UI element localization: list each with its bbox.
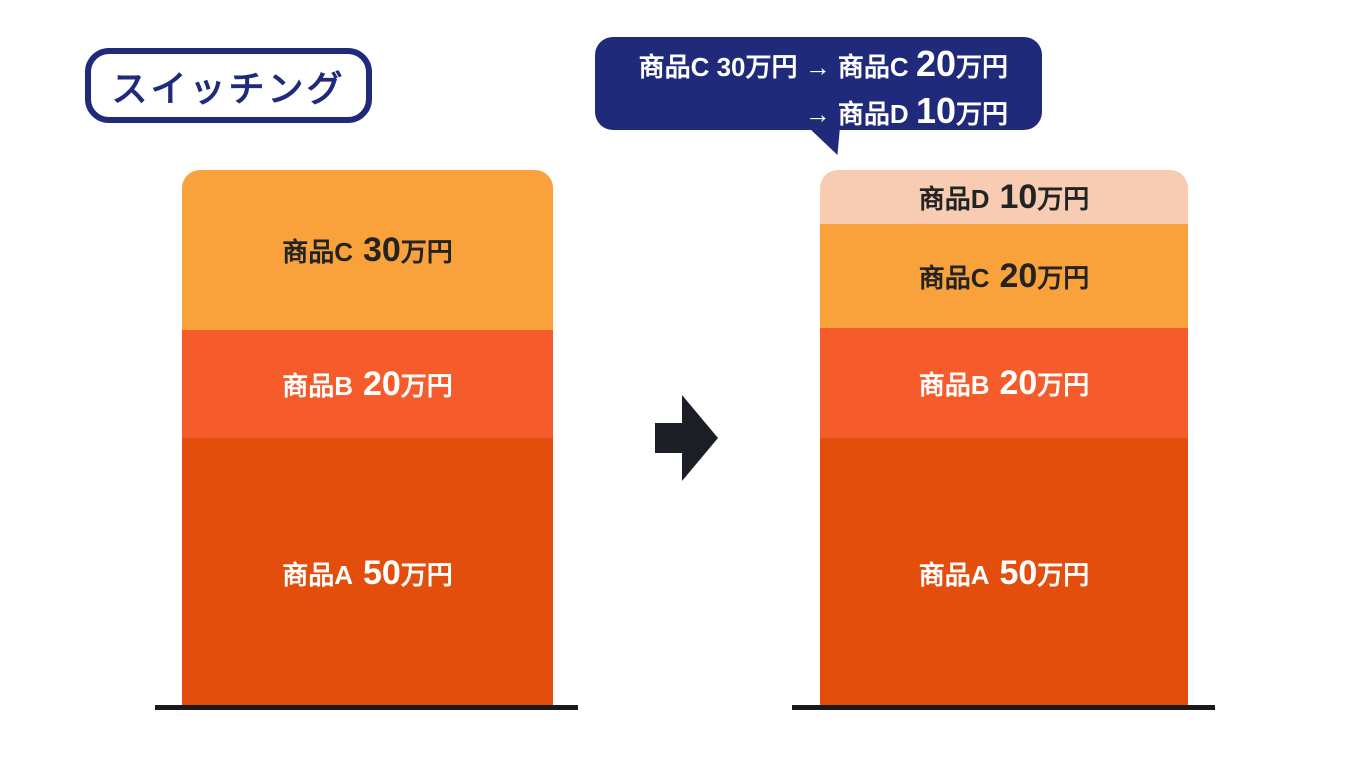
callout-line-1-text: 商品C 30万円 → 商品C — [638, 52, 916, 82]
product-name: 商品A — [282, 559, 353, 590]
product-name: 商品B — [282, 370, 353, 401]
callout-line-2-text: → 商品D — [804, 99, 916, 129]
product-unit: 万円 — [1037, 183, 1090, 214]
segment-label: 商品C 30万円 — [282, 231, 453, 270]
right-arrow-shape — [655, 395, 718, 481]
product-name: 商品C — [282, 236, 353, 267]
baseline-after — [792, 705, 1215, 710]
segment-label: 商品A 50万円 — [919, 554, 1090, 593]
before-segment-product-a: 商品A 50万円 — [182, 438, 553, 708]
segment-label: 商品B 20万円 — [282, 365, 453, 404]
after-segment-product-c: 商品C 20万円 — [820, 224, 1188, 328]
product-name: 商品C — [918, 262, 990, 293]
product-unit: 万円 — [400, 370, 453, 401]
segment-label: 商品A 50万円 — [282, 554, 453, 593]
callout-bubble: 商品C 30万円 → 商品C 20万円 → 商品D 10万円 — [595, 37, 1042, 155]
product-unit: 万円 — [1037, 369, 1090, 400]
product-value: 20 — [999, 363, 1038, 402]
before-segment-product-c: 商品C 30万円 — [182, 170, 553, 330]
before-segment-product-b: 商品B 20万円 — [182, 330, 553, 438]
product-value: 10 — [999, 177, 1038, 216]
segment-label: 商品C 20万円 — [919, 257, 1090, 296]
baseline-before — [155, 705, 578, 710]
page-title: スイッチング — [111, 67, 346, 109]
product-unit: 万円 — [1037, 559, 1090, 590]
callout-tail — [808, 127, 840, 155]
product-value: 50 — [362, 553, 401, 592]
after-segment-product-b: 商品B 20万円 — [820, 328, 1188, 438]
callout-line-2-unit: 万円 — [955, 99, 1008, 129]
product-unit: 万円 — [1037, 262, 1090, 293]
title-box: スイッチング — [85, 48, 372, 123]
segment-label: 商品B 20万円 — [919, 364, 1090, 403]
after-segment-product-d: 商品D 10万円 — [820, 170, 1188, 224]
callout-line-2: → 商品D 10万円 — [615, 89, 1008, 136]
callout-line-1-unit: 万円 — [955, 52, 1008, 82]
callout-line-2-emphasis: 10 — [915, 90, 956, 131]
right-arrow-icon — [655, 395, 718, 481]
product-name: 商品D — [918, 183, 990, 214]
product-value: 20 — [362, 364, 401, 403]
callout-line-1-emphasis: 20 — [915, 43, 956, 84]
product-name: 商品A — [918, 559, 990, 590]
segment-label: 商品D 10万円 — [919, 178, 1090, 217]
product-unit: 万円 — [400, 559, 453, 590]
product-value: 20 — [999, 256, 1038, 295]
product-value: 30 — [362, 230, 401, 269]
product-unit: 万円 — [400, 236, 453, 267]
product-name: 商品B — [918, 369, 990, 400]
after-segment-product-a: 商品A 50万円 — [820, 438, 1188, 708]
product-value: 50 — [999, 553, 1038, 592]
callout-line-1: 商品C 30万円 → 商品C 20万円 — [615, 42, 1008, 89]
